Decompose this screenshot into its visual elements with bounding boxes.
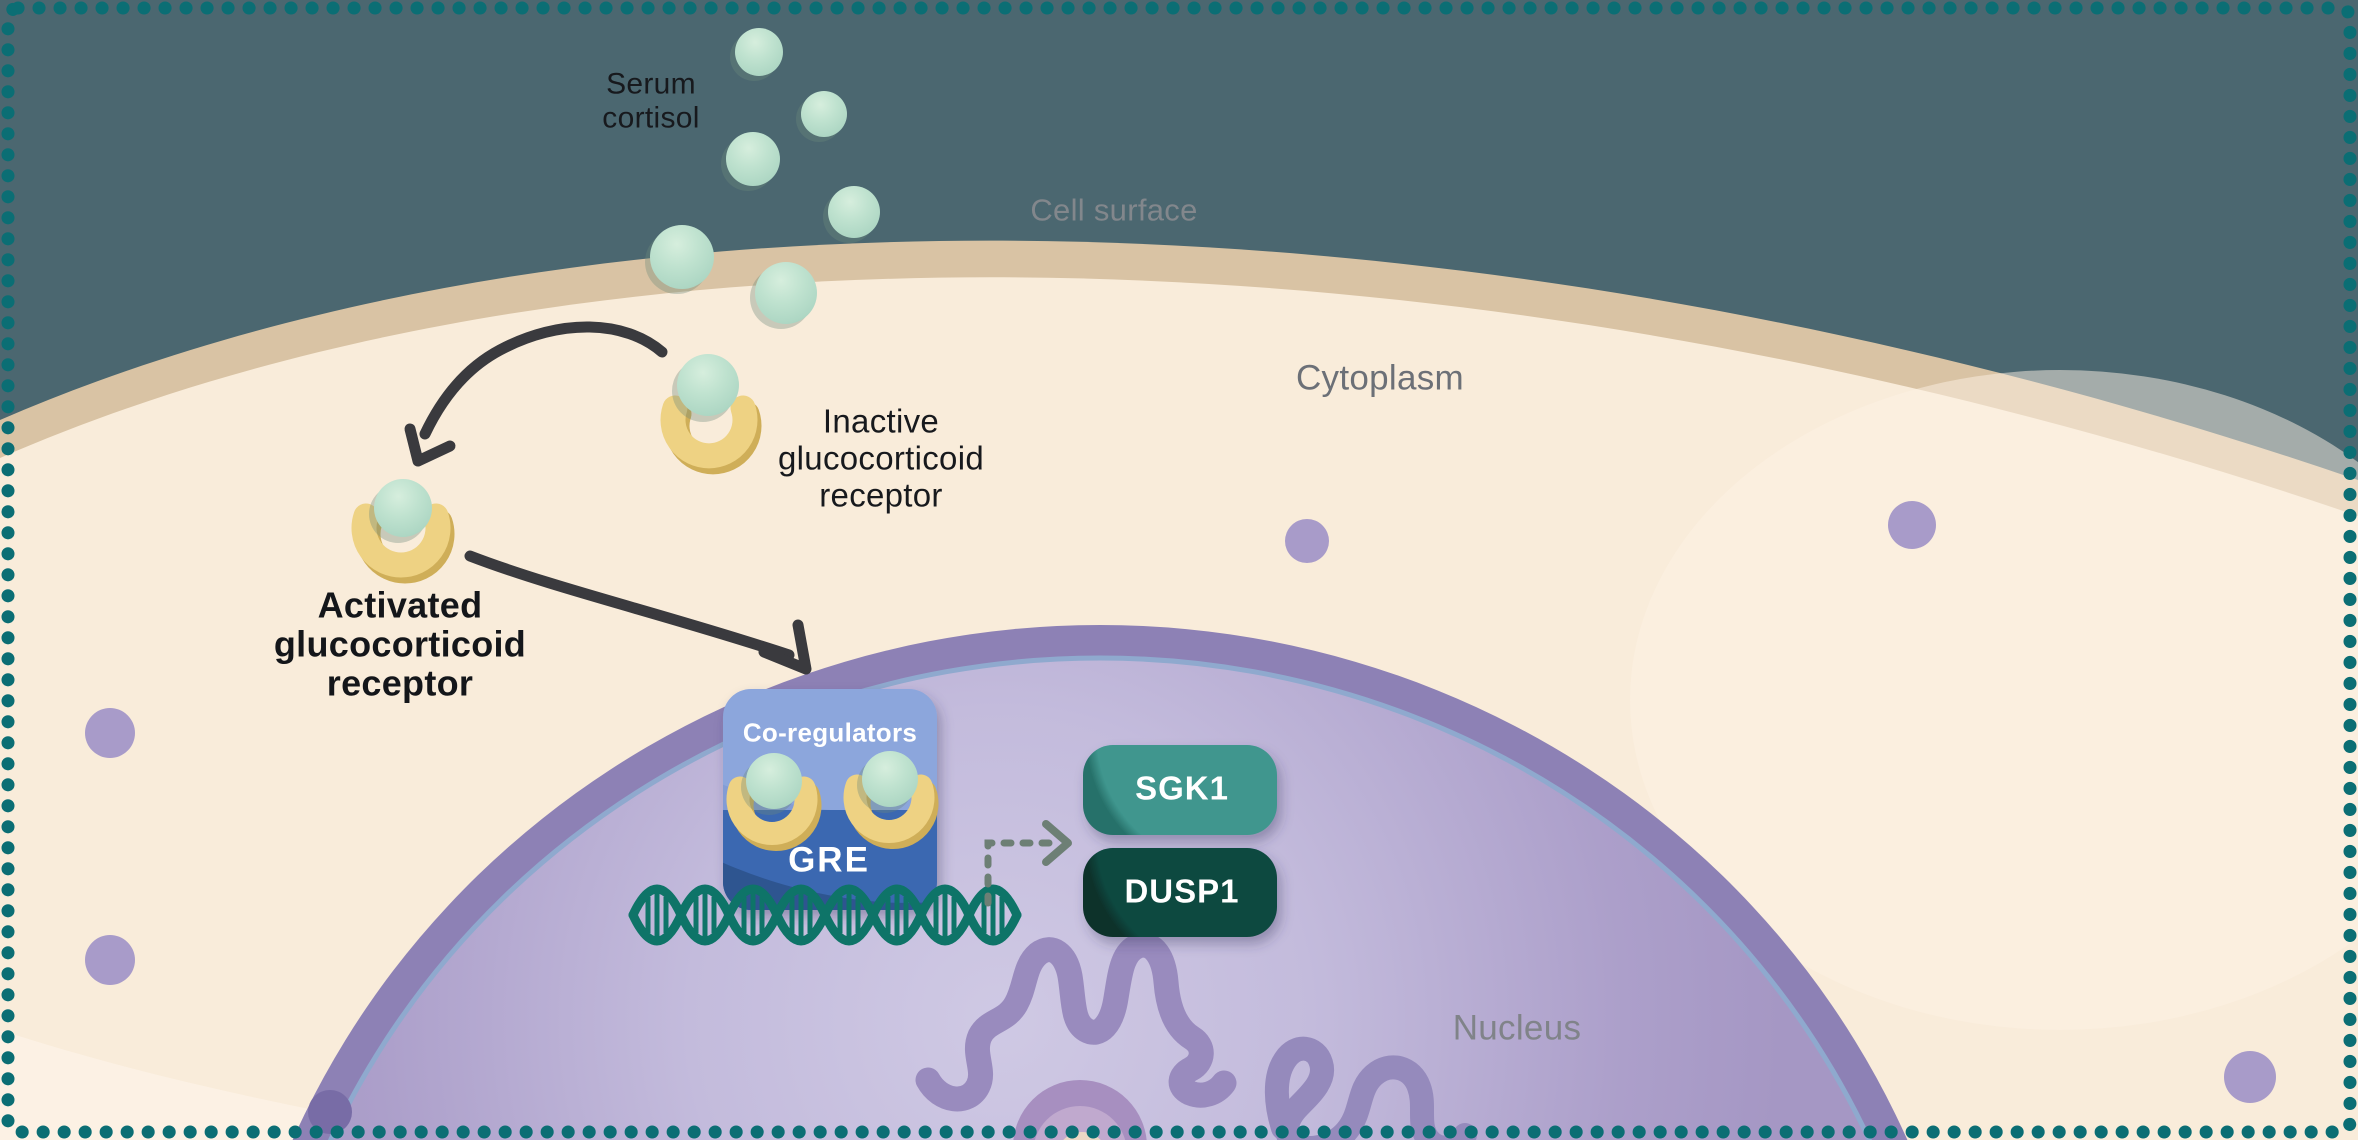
- translocation-arrowhead: [758, 619, 812, 675]
- chromatin-squiggle: [915, 932, 1237, 1112]
- activated-receptor-icon: [351, 479, 455, 584]
- chromatin-squiggle: [1264, 1036, 1477, 1140]
- nuclear-pore-dot: [308, 1090, 352, 1134]
- activation-arrowhead: [404, 423, 456, 467]
- gre-label: GRE: [788, 840, 870, 880]
- activated-receptor-label: Activated glucocorticoid receptor: [273, 584, 527, 704]
- nucleus-label: Nucleus: [1452, 1008, 1582, 1048]
- serum-cortisol-label: Serum cortisol: [602, 67, 700, 134]
- activation-arrow: [419, 321, 668, 440]
- dna-bound-receptor-icon: [843, 751, 939, 849]
- translocation-arrow: [464, 550, 795, 661]
- transcription-arrow: [984, 820, 1072, 907]
- sgk1-label: SGK1: [1135, 769, 1229, 807]
- inactive-receptor-icon: [660, 354, 762, 475]
- nucleolus: [1013, 1080, 1147, 1140]
- cytoplasm-label: Cytoplasm: [1295, 358, 1465, 398]
- dna-icon: [628, 884, 1022, 946]
- co-regulators-label: Co-regulators: [742, 717, 918, 748]
- cytoplasm-highlight: [1630, 370, 2358, 1030]
- cortisol-molecules: [645, 28, 880, 329]
- sgk1-gene-box: [1083, 745, 1277, 835]
- dna-bound-receptor-icon: [726, 753, 822, 851]
- dusp1-gene-box: [1083, 848, 1277, 937]
- cell-surface-label: Cell surface: [1030, 192, 1198, 228]
- cytoplasm-highlight: [0, 1030, 470, 1140]
- inactive-receptor-label: Inactive glucocorticoid receptor: [778, 402, 984, 514]
- dusp1-label: DUSP1: [1124, 872, 1240, 910]
